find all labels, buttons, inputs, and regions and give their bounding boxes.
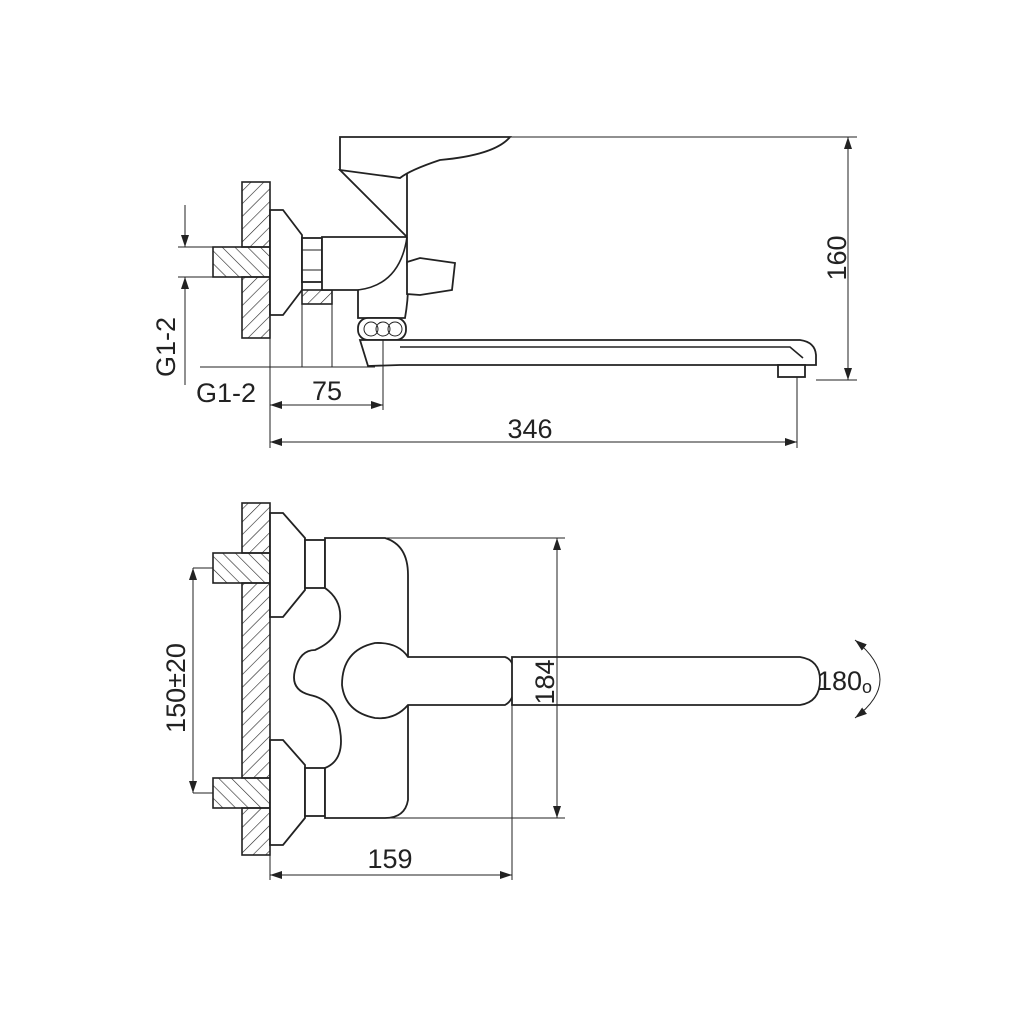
offset-dimension: 75 <box>312 376 342 406</box>
wall-section <box>241 582 271 779</box>
connector-section <box>301 289 333 305</box>
centers-dimension: 150±20 <box>161 643 191 733</box>
plan-view: 150±20 184 159 180 o <box>161 502 881 880</box>
inlet-pipe-upper <box>212 552 271 584</box>
nut <box>301 237 323 283</box>
degree-mark: o <box>862 677 872 697</box>
escutcheon <box>269 209 303 316</box>
escutcheon-upper <box>269 512 306 618</box>
height-dimension: 160 <box>822 235 852 280</box>
wall-section-lower <box>241 276 271 339</box>
spout-outlet <box>777 364 806 378</box>
spout-plan <box>511 656 821 706</box>
side-view: 160 G1-2 G1-2 75 346 <box>151 136 857 448</box>
swivel-arc-icon <box>854 639 881 719</box>
escutcheon-lower <box>269 739 306 846</box>
nut-upper <box>304 539 326 589</box>
depth-dimension: 159 <box>367 844 412 874</box>
wall-section <box>241 502 271 554</box>
aerator-housing <box>357 317 407 341</box>
thread-label-horizontal: G1-2 <box>196 378 256 408</box>
wall-section-upper <box>241 181 271 248</box>
swivel-angle: 180 <box>817 666 862 696</box>
mixer-body <box>321 169 410 319</box>
inlet-pipe <box>212 246 271 278</box>
diverter-knob <box>406 257 456 296</box>
body-height-dimension: 184 <box>530 659 560 704</box>
lever-handle <box>339 136 512 179</box>
inlet-pipe-lower <box>212 777 271 809</box>
nut-lower <box>304 767 326 817</box>
thread-label-vertical: G1-2 <box>151 317 181 377</box>
lever-handle-plan <box>341 642 516 720</box>
spout <box>358 339 817 367</box>
wall-section <box>241 807 271 856</box>
reach-dimension: 346 <box>507 414 552 444</box>
